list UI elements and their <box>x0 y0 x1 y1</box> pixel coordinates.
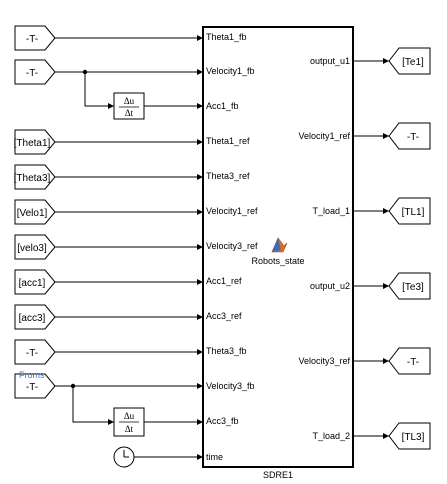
input-port-label: Theta1_fb <box>206 32 247 42</box>
derivative-block[interactable]: Δu Δt <box>113 92 145 120</box>
matlab-function-icon <box>271 237 288 253</box>
goto-block[interactable]: [TL1] <box>388 197 431 225</box>
input-port-label: Velocity1_fb <box>206 66 255 76</box>
from-block[interactable]: [acc1] <box>14 269 56 295</box>
input-port-label: Velocity3_ref <box>206 241 258 251</box>
froms-hover-label: Froms <box>19 370 45 380</box>
svg-text:[Theta1]: [Theta1] <box>14 138 51 149</box>
svg-text:[velo3]: [velo3] <box>17 243 47 254</box>
input-port-label: time <box>206 452 223 462</box>
svg-text:[TL1]: [TL1] <box>402 207 425 218</box>
from-block[interactable]: -T- <box>14 373 56 399</box>
input-port-label: Theta1_ref <box>206 136 250 146</box>
svg-text:[acc3]: [acc3] <box>19 313 46 324</box>
svg-text:[Te3]: [Te3] <box>402 282 424 293</box>
from-block[interactable]: [Theta1] <box>14 129 56 155</box>
from-block[interactable]: -T- <box>14 339 56 365</box>
input-port-label: Acc3_ref <box>206 311 242 321</box>
input-port-label: Acc1_fb <box>206 101 239 111</box>
input-port-label: Acc1_ref <box>206 276 242 286</box>
svg-text:Δt: Δt <box>125 424 134 434</box>
goto-block[interactable]: [Te3] <box>388 272 431 300</box>
svg-text:-T-: -T- <box>407 357 419 368</box>
input-port-label: Velocity3_fb <box>206 381 255 391</box>
svg-text:Δu: Δu <box>124 96 135 106</box>
from-block[interactable]: [Velo1] <box>14 199 56 225</box>
svg-text:[acc1]: [acc1] <box>19 278 46 289</box>
output-port-label: T_load_2 <box>312 431 350 441</box>
svg-text:-T-: -T- <box>407 132 419 143</box>
svg-text:-T-: -T- <box>26 34 38 45</box>
output-port-label: output_u1 <box>310 56 350 66</box>
derivative-block[interactable]: Δu Δt <box>113 407 145 437</box>
goto-block[interactable]: [Te1] <box>388 47 431 75</box>
goto-block[interactable]: -T- <box>388 122 431 150</box>
input-port-label: Velocity1_ref <box>206 206 258 216</box>
svg-text:-T-: -T- <box>26 68 38 79</box>
svg-text:-T-: -T- <box>26 348 38 359</box>
subsystem-name: SDRE1 <box>263 470 293 480</box>
output-port-label: Velocity3_ref <box>298 356 350 366</box>
svg-text:[TL3]: [TL3] <box>402 432 425 443</box>
from-block[interactable]: -T- <box>14 59 56 85</box>
from-block[interactable]: -T- <box>14 25 56 51</box>
output-port-label: T_load_1 <box>312 206 350 216</box>
svg-text:[Theta3]: [Theta3] <box>14 173 51 184</box>
input-port-label: Theta3_ref <box>206 171 250 181</box>
input-port-label: Acc3_fb <box>206 416 239 426</box>
output-port-label: Velocity1_ref <box>298 131 350 141</box>
svg-text:Δu: Δu <box>124 411 135 421</box>
input-wires <box>55 35 203 460</box>
function-label: Robots_state <box>251 256 304 266</box>
svg-text:[Velo1]: [Velo1] <box>17 208 48 219</box>
from-block[interactable]: [velo3] <box>14 234 56 260</box>
svg-text:[Te1]: [Te1] <box>402 57 424 68</box>
output-port-label: output_u2 <box>310 281 350 291</box>
goto-block[interactable]: -T- <box>388 347 431 375</box>
goto-block[interactable]: [TL3] <box>388 422 431 450</box>
clock-icon[interactable] <box>113 446 135 468</box>
output-wires <box>353 58 389 439</box>
from-block[interactable]: [acc3] <box>14 304 56 330</box>
svg-text:Δt: Δt <box>125 108 134 118</box>
from-block[interactable]: [Theta3] <box>14 164 56 190</box>
svg-text:-T-: -T- <box>26 382 38 393</box>
input-port-label: Theta3_fb <box>206 346 247 356</box>
